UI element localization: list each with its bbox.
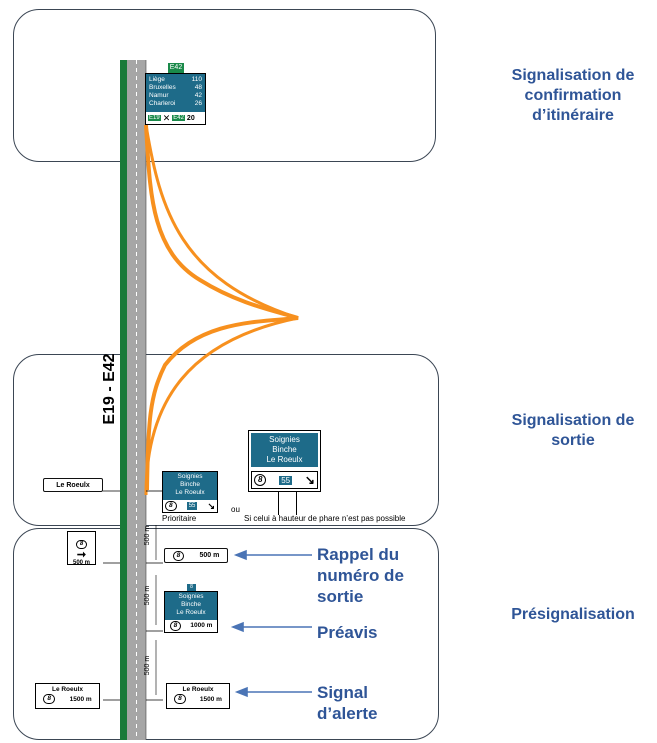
- exit-sign-big: Soignies Binche Le Roeulx 8 55 ↘: [248, 430, 321, 492]
- label-alerte: Signal d’alerte: [317, 683, 378, 723]
- diagonal-arrow-icon: ↘: [304, 473, 315, 487]
- rappel-left-sign: 8 ➞ 500 m: [67, 531, 96, 566]
- right-arrow-icon: ➞: [76, 549, 87, 561]
- arrow-preavis: [230, 621, 312, 633]
- preavis-sign: Soignies Binche Le Roeulx 8 1000 m: [164, 591, 218, 633]
- label-presignalisation: Présignalisation: [511, 606, 635, 623]
- exit-sign-big-post: [296, 490, 297, 515]
- exit-small-bottom: 8 55 ↘: [163, 500, 217, 512]
- exit-sign-big-post: [278, 490, 279, 515]
- phare-note: Si celui à hauteur de phare n’est pas po…: [244, 514, 406, 523]
- road-label: E19 - E42: [101, 353, 118, 425]
- confirm-bottom: E19 ✕ E42 20: [146, 112, 205, 124]
- dist-mark: 500 m: [144, 585, 152, 606]
- arrow-rappel: [233, 549, 312, 561]
- label-preavis: Préavis: [317, 623, 378, 642]
- exit-number-badge: 8: [165, 501, 177, 511]
- roadside-le-roeulx-sign: Le Roeulx: [43, 478, 103, 492]
- diagonal-arrow-icon: ↘: [207, 501, 215, 511]
- road-shoulder-green: [120, 60, 127, 740]
- exit-number-badge: 8: [254, 474, 267, 486]
- zone-sortie: [13, 354, 439, 526]
- cross-icon: ✕: [162, 112, 171, 123]
- zone-confirmation: [13, 9, 436, 162]
- exit-sign-small: Soignies Binche Le Roeulx 8 55 ↘: [162, 471, 218, 513]
- ou-label: ou: [231, 505, 240, 514]
- dist-mark: 500 m: [144, 655, 152, 676]
- label-rappel: Rappel du numéro de sortie: [317, 545, 404, 606]
- preavis-tag: 8: [187, 584, 196, 591]
- label-sortie: Signalisation de sortie: [511, 412, 635, 449]
- rappel-right-sign: 8 500 m: [164, 548, 228, 563]
- zone-presignalisation: [13, 528, 439, 740]
- prioritaire-label: Prioritaire: [162, 514, 197, 523]
- arrow-alerte: [234, 686, 312, 698]
- confirm-route-tag: E42: [168, 63, 184, 73]
- label-confirmation: Signalisation de confirmation d’itinérai…: [511, 67, 635, 124]
- dist-mark: 500 m: [144, 525, 152, 546]
